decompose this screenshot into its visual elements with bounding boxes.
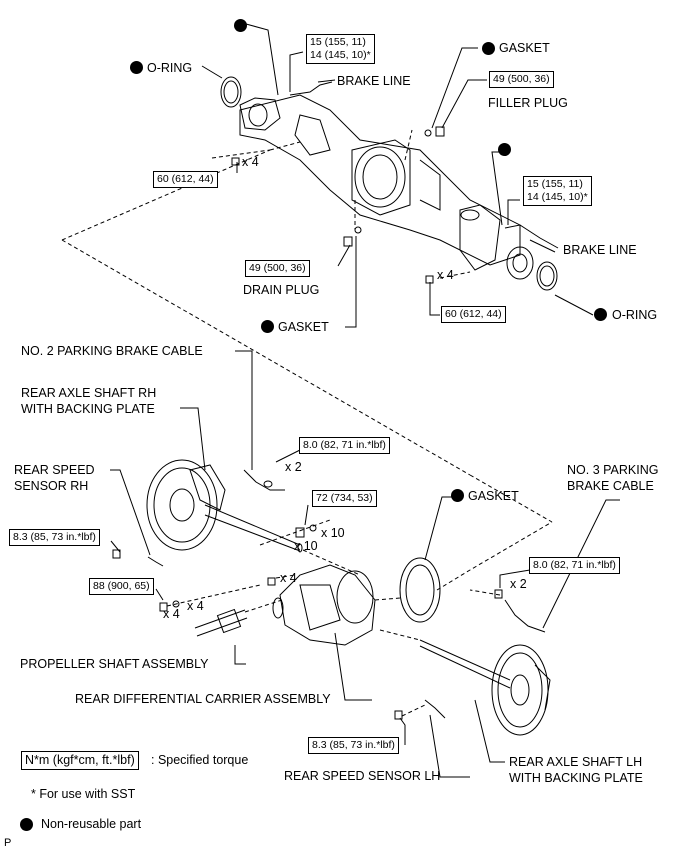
rear-axle-shaft-lh [419, 639, 551, 736]
label-rear-axle-shaft-lh-2: WITH BACKING PLATE [509, 771, 643, 785]
torque-box-filler-plug: 49 (500, 36) [489, 71, 554, 88]
non-reusable-dot [451, 489, 464, 502]
torque-box-drain-plug: 49 (500, 36) [245, 260, 310, 277]
label-gasket-carrier: GASKET [468, 489, 519, 503]
label-drain-plug: DRAIN PLUG [243, 283, 320, 297]
qty-left-bolts: x 4 [242, 155, 259, 169]
non-reusable-dot [482, 42, 495, 55]
non-reusable-dot [594, 308, 607, 321]
non-reusable-dot [261, 320, 274, 333]
torque-box-speed-sensor-rh: 8.3 (85, 73 in.*lbf) [9, 529, 100, 546]
label-rear-axle-shaft-rh-1: REAR AXLE SHAFT RH [21, 386, 157, 400]
label-o-ring-right: O-RING [612, 308, 658, 322]
label-rear-axle-shaft-lh-1: REAR AXLE SHAFT LH [509, 755, 643, 769]
qty-propeller-b: x 4 [163, 607, 180, 621]
torque-box-speed-sensor-lh: 8.3 (85, 73 in.*lbf) [308, 737, 399, 754]
qty-right-bolts: x 4 [437, 268, 454, 282]
torque-box-brake-line-right: 15 (155, 11) 14 (145, 10)* [523, 176, 592, 206]
non-reusable-dot [130, 61, 143, 74]
legend-torque-desc: : Specified torque [151, 753, 249, 767]
axle-housing [239, 94, 534, 280]
torque-box-brake-line-top: 15 (155, 11) 14 (145, 10)* [306, 34, 375, 64]
label-no2-parking-brake-cable: NO. 2 PARKING BRAKE CABLE [21, 344, 203, 358]
torque-value-sst: 14 (145, 10)* [527, 191, 588, 203]
label-gasket-top: GASKET [499, 41, 550, 55]
legend-sst-note: * For use with SST [31, 787, 136, 801]
legend-non-reusable: Non-reusable part [41, 817, 142, 831]
non-reusable-dot [498, 143, 511, 156]
torque-box-parking-cable-rh: 8.0 (82, 71 in.*lbf) [299, 437, 390, 454]
propeller-shaft [194, 608, 248, 637]
corner-mark: P [4, 837, 12, 849]
label-rear-speed-sensor-rh-2: SENSOR RH [14, 479, 89, 493]
non-reusable-dot [234, 19, 247, 32]
label-filler-plug: FILLER PLUG [488, 96, 568, 110]
carrier-gasket [399, 557, 441, 623]
qty-parking-cable-lh: x 2 [510, 577, 527, 591]
label-rear-axle-shaft-rh-2: WITH BACKING PLATE [21, 402, 155, 416]
non-reusable-legend-dot [20, 818, 33, 831]
torque-value: 15 (155, 11) [527, 178, 583, 190]
torque-box-left-bolts: 60 (612, 44) [153, 171, 218, 188]
qty-carrier-bolts: x 4 [280, 571, 297, 585]
label-propeller-shaft-assembly: PROPELLER SHAFT ASSEMBLY [20, 657, 209, 671]
label-rear-speed-sensor-lh: REAR SPEED SENSOR LH [284, 769, 441, 783]
label-brake-line-right: BRAKE LINE [563, 243, 637, 257]
torque-box-carrier-nuts: 72 (734, 53) [312, 490, 377, 507]
qty-carrier-nuts-b: x 10 [294, 539, 318, 553]
torque-box-propeller-bolts: 88 (900, 65) [89, 578, 154, 595]
torque-box-right-bolts: 60 (612, 44) [441, 306, 506, 323]
label-no3-parking-brake-cable-2: BRAKE CABLE [567, 479, 654, 493]
qty-carrier-nuts-a: x 10 [321, 526, 345, 540]
qty-propeller-a: x 4 [187, 599, 204, 613]
label-rear-speed-sensor-rh-1: REAR SPEED [14, 463, 95, 477]
label-no3-parking-brake-cable-1: NO. 3 PARKING [567, 463, 659, 477]
o-ring-left [220, 76, 242, 108]
legend-torque-unit: N*m (kgf*cm, ft.*lbf) [21, 751, 139, 770]
rear-axle-shaft-rh [146, 459, 303, 553]
label-gasket-drain: GASKET [278, 320, 329, 334]
label-rear-differential-carrier-assembly: REAR DIFFERENTIAL CARRIER ASSEMBLY [75, 692, 331, 706]
torque-value-sst: 14 (145, 10)* [310, 49, 371, 61]
torque-box-parking-cable-lh: 8.0 (82, 71 in.*lbf) [529, 557, 620, 574]
label-o-ring-left: O-RING [147, 61, 193, 75]
label-brake-line-top: BRAKE LINE [337, 74, 411, 88]
torque-value: 15 (155, 11) [310, 36, 366, 48]
o-ring-right [536, 261, 558, 291]
rear-differential-carrier [272, 564, 376, 646]
qty-parking-cable-rh: x 2 [285, 460, 302, 474]
